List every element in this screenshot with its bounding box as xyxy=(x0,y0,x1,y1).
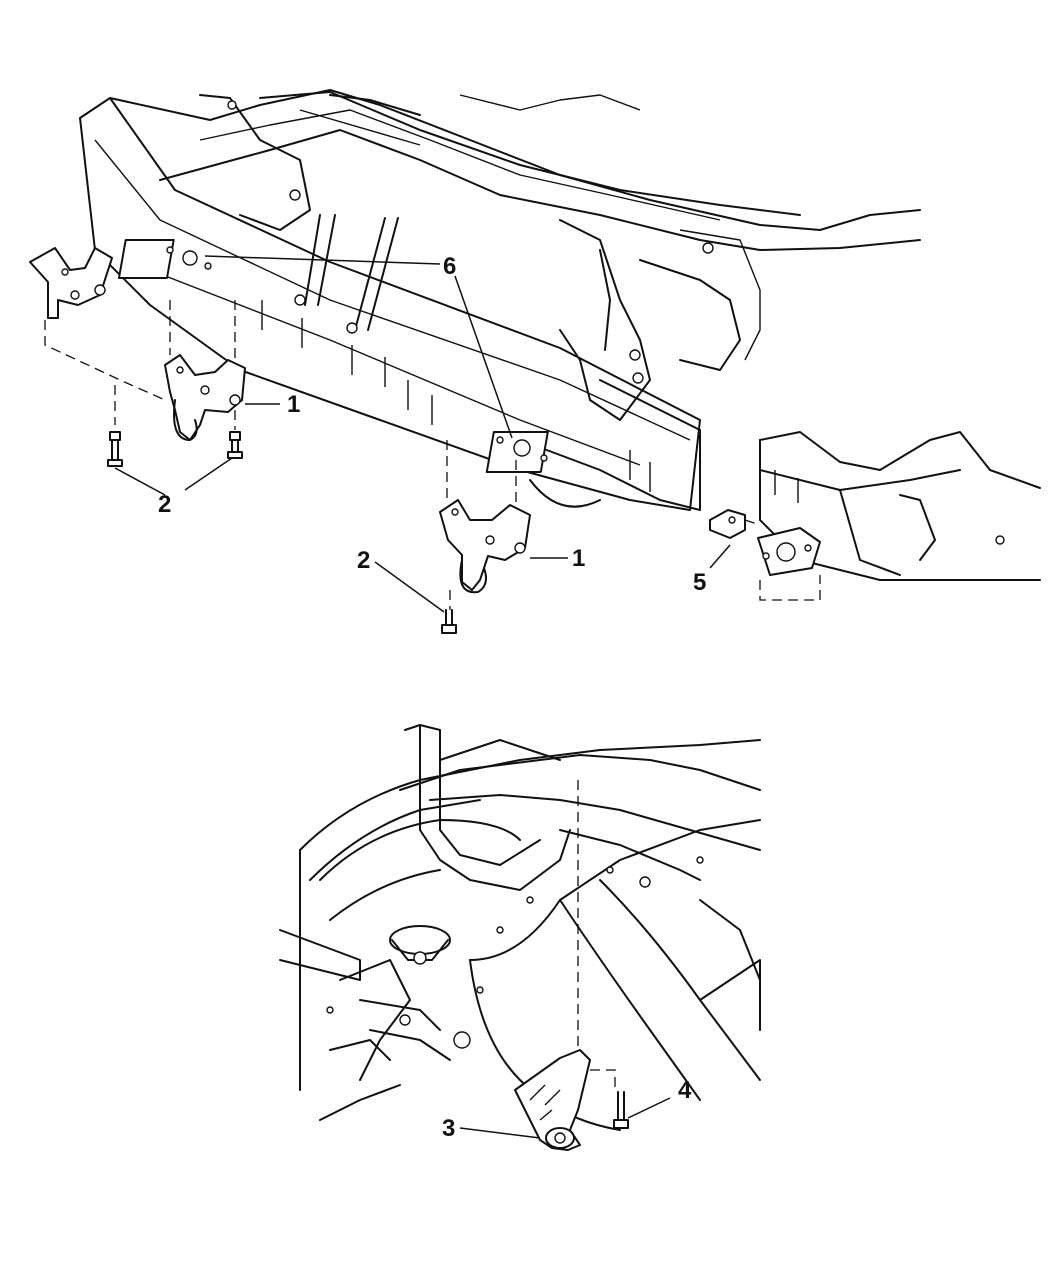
callout-1a: 1 xyxy=(287,391,300,418)
callout-2a: 2 xyxy=(158,491,171,518)
stabilizer-bushing-bracket-right xyxy=(439,440,531,610)
bolt-lower xyxy=(441,609,457,634)
callout-3: 3 xyxy=(442,1115,455,1142)
wheel-well-assembly xyxy=(279,724,761,1131)
bolt-left-a xyxy=(107,431,123,467)
leader-lines xyxy=(114,255,731,1139)
callout-5: 5 xyxy=(693,569,706,596)
bolt-left-b xyxy=(227,431,243,459)
callout-4: 4 xyxy=(678,1077,692,1104)
front-frame-assembly xyxy=(79,89,921,511)
callout-6: 6 xyxy=(443,253,456,280)
rear-bushing-bracket xyxy=(514,780,616,1151)
callout-2b: 2 xyxy=(357,547,370,574)
frame-detail-right xyxy=(757,431,1041,601)
bolt-bottom xyxy=(613,1091,629,1129)
stabilizer-bushing-bracket-left xyxy=(114,300,246,441)
clip-nut xyxy=(709,509,761,539)
stabilizer-bracket-detail xyxy=(29,247,166,401)
callout-1b: 1 xyxy=(572,545,585,572)
